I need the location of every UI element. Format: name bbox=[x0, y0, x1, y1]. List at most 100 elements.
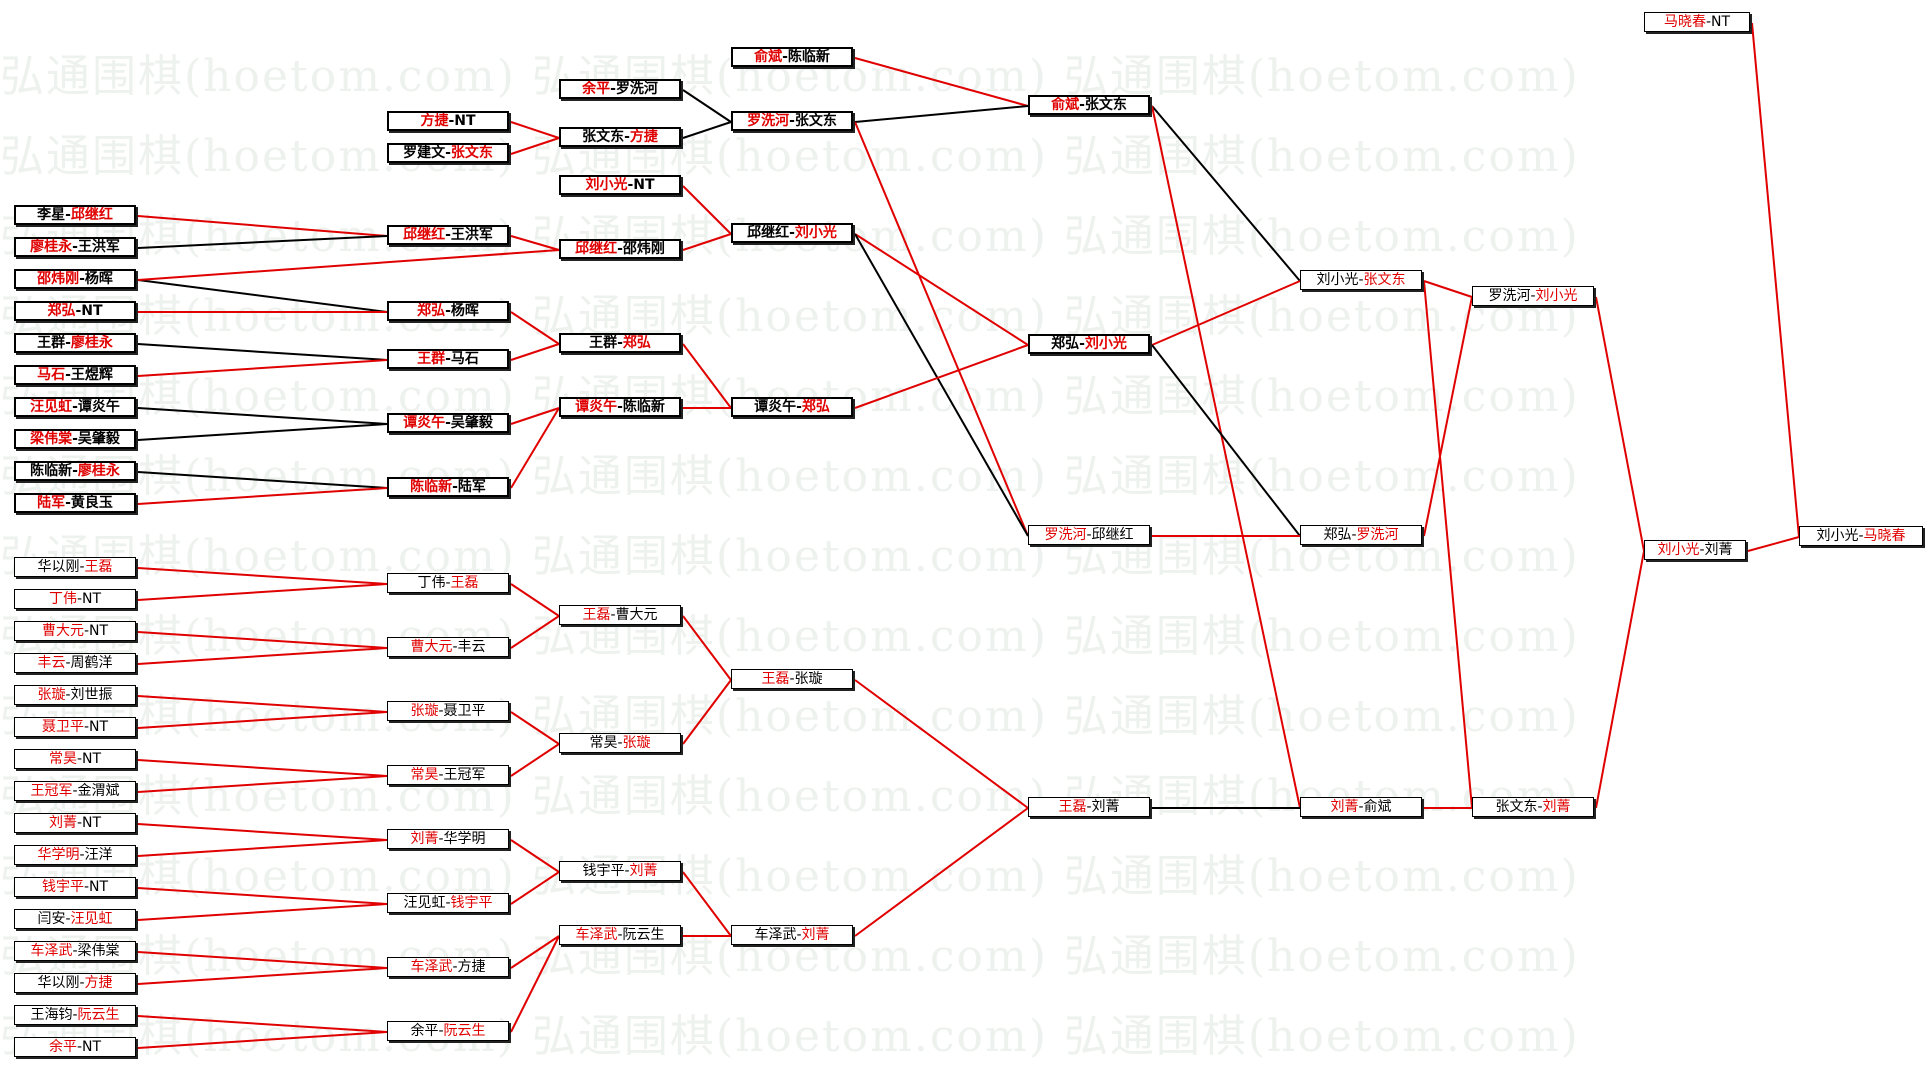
player-name: 车泽武 bbox=[575, 927, 618, 943]
player-name: 华学明 bbox=[37, 847, 80, 863]
match-box-r1_11: 华以刚-王磊 bbox=[14, 557, 136, 577]
player-name: 陆军 bbox=[37, 495, 66, 511]
match-box-r3_2: 张文东-方捷 bbox=[559, 127, 681, 147]
separator: - bbox=[72, 463, 78, 479]
separator: - bbox=[83, 623, 90, 639]
player-name: 刘小光 bbox=[1657, 542, 1700, 558]
connector-line bbox=[854, 233, 1029, 537]
player-name: 钱宇平 bbox=[41, 879, 84, 895]
player-name: 罗建文 bbox=[403, 145, 446, 161]
separator: - bbox=[65, 367, 71, 383]
match-box-r5_2: 郑弘-刘小光 bbox=[1028, 334, 1150, 354]
separator: - bbox=[76, 815, 83, 831]
match-box-r1_5: 王群-廖桂永 bbox=[14, 333, 136, 353]
connector-line bbox=[510, 839, 560, 873]
player-name: 马晓春 bbox=[1863, 528, 1906, 544]
player-name: 汪见虹 bbox=[70, 911, 113, 927]
player-name: 罗洗河 bbox=[1356, 527, 1399, 543]
separator: - bbox=[624, 863, 630, 879]
match-box-r3_7: 王磊-曹大元 bbox=[559, 605, 681, 625]
match-box-r1_15: 张璇-刘世振 bbox=[14, 685, 136, 705]
connector-line bbox=[137, 951, 388, 969]
player-name: 张文东 bbox=[794, 113, 837, 129]
connector-line bbox=[137, 967, 388, 985]
match-box-r4_5: 王磊-张璇 bbox=[731, 669, 853, 689]
separator: - bbox=[627, 177, 634, 193]
connector-line bbox=[1595, 550, 1645, 809]
player-name: 刘小光 bbox=[1084, 336, 1127, 352]
player-name: 闫安 bbox=[37, 911, 66, 927]
player-name: 李星 bbox=[37, 207, 66, 223]
match-box-r1_20: 华学明-汪洋 bbox=[14, 845, 136, 865]
match-box-r5_3: 罗洗河-邱继红 bbox=[1028, 525, 1150, 545]
player-name: 邱继红 bbox=[747, 225, 790, 241]
match-box-r3_4: 邱继红-邵炜刚 bbox=[559, 239, 681, 259]
separator: - bbox=[796, 399, 802, 415]
separator: - bbox=[789, 225, 795, 241]
player-name: 郑弘 bbox=[1051, 336, 1080, 352]
player-name: 马晓春 bbox=[1663, 14, 1706, 30]
player-name: 车泽武 bbox=[410, 959, 453, 975]
player-name: 陈临新 bbox=[787, 49, 830, 65]
player-name: 张璇 bbox=[37, 687, 66, 703]
separator: - bbox=[72, 1007, 78, 1023]
match-box-r6_2: 郑弘-罗洗河 bbox=[1300, 525, 1422, 545]
player-name: 廖桂永 bbox=[70, 335, 113, 351]
player-name: 王煜辉 bbox=[70, 367, 113, 383]
player-name: 曹大元 bbox=[41, 623, 84, 639]
match-box-r1_24: 华以刚-方捷 bbox=[14, 973, 136, 993]
separator: - bbox=[1358, 799, 1364, 815]
separator: - bbox=[445, 415, 451, 431]
connector-line bbox=[682, 89, 732, 123]
player-name: 刘小光 bbox=[1316, 272, 1359, 288]
connector-line bbox=[1151, 105, 1301, 809]
player-name: 刘世振 bbox=[70, 687, 113, 703]
connector-line bbox=[854, 807, 1029, 937]
player-name: 方捷 bbox=[84, 975, 113, 991]
connector-line bbox=[682, 615, 732, 681]
player-name: 廖桂永 bbox=[30, 239, 73, 255]
player-name: 王群 bbox=[589, 335, 618, 351]
player-name: 吴肇毅 bbox=[77, 431, 120, 447]
player-name: 刘菁 bbox=[1542, 799, 1571, 815]
match-box-r1_12: 丁伟-NT bbox=[14, 589, 136, 609]
separator: - bbox=[445, 351, 451, 367]
match-box-r2_9: 曹大元-丰云 bbox=[387, 637, 509, 657]
separator: - bbox=[1079, 97, 1085, 113]
separator: - bbox=[1086, 527, 1092, 543]
separator: - bbox=[1705, 14, 1712, 30]
player-name: 郑弘 bbox=[47, 303, 76, 319]
player-name: 张璇 bbox=[410, 703, 439, 719]
player-name: 陈临新 bbox=[410, 479, 453, 495]
player-name: 曹大元 bbox=[615, 607, 658, 623]
player-name: 张文东 bbox=[1495, 799, 1538, 815]
match-box-r4_4: 谭炎午-郑弘 bbox=[731, 397, 853, 417]
player-name: NT bbox=[82, 1039, 102, 1055]
connector-line bbox=[137, 823, 388, 841]
player-name: 梁伟棠 bbox=[30, 431, 73, 447]
connector-line bbox=[510, 615, 560, 649]
separator: - bbox=[610, 81, 616, 97]
player-name: 丁伟 bbox=[48, 591, 77, 607]
player-name: 钱宇平 bbox=[450, 895, 493, 911]
player-name: NT bbox=[82, 751, 102, 767]
separator: - bbox=[624, 129, 630, 145]
separator: - bbox=[438, 703, 444, 719]
player-name: 杨晖 bbox=[84, 271, 113, 287]
match-box-r4_2: 罗洗河-张文东 bbox=[731, 111, 853, 131]
player-name: 张文东 bbox=[450, 145, 493, 161]
connector-line bbox=[510, 871, 560, 905]
player-name: 钱宇平 bbox=[582, 863, 625, 879]
player-name: 车泽武 bbox=[30, 943, 73, 959]
separator: - bbox=[65, 655, 71, 671]
match-box-r1_14: 丰云-周鹤洋 bbox=[14, 653, 136, 673]
player-name: 刘小光 bbox=[794, 225, 837, 241]
connector-line bbox=[1151, 105, 1301, 282]
match-box-r1_22: 闫安-汪见虹 bbox=[14, 909, 136, 929]
connector-line bbox=[1747, 536, 1800, 552]
player-name: 余平 bbox=[410, 1023, 439, 1039]
connector-line bbox=[137, 487, 388, 505]
player-name: 阮云生 bbox=[443, 1023, 486, 1039]
connector-line bbox=[854, 233, 1029, 346]
